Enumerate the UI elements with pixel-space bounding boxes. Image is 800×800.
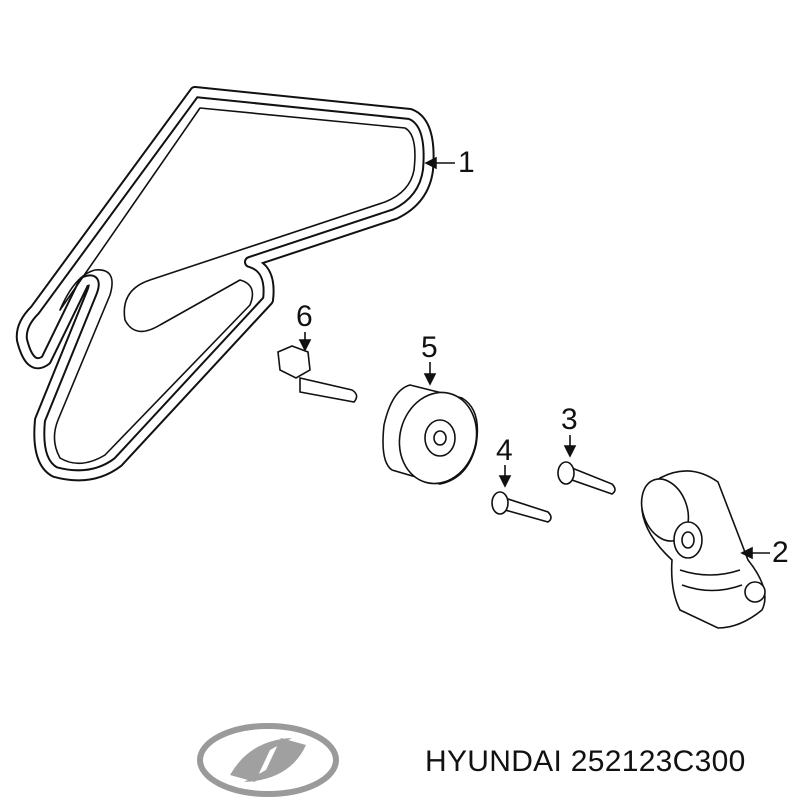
callout-3: 3 (561, 403, 578, 436)
flange-bolt (277, 332, 358, 403)
callout-2: 2 (772, 536, 789, 569)
idler-pulley (382, 362, 479, 485)
callout-5: 5 (421, 331, 438, 364)
bolt-4 (491, 465, 552, 523)
part-number-caption: HYUNDAI 252123C300 (425, 745, 746, 778)
callout-1: 1 (458, 146, 475, 179)
callout-4: 4 (496, 434, 513, 467)
callout-6: 6 (296, 300, 313, 333)
bolt-3 (557, 435, 616, 495)
belt-tensioner (640, 470, 770, 629)
hyundai-logo (197, 723, 339, 797)
callout-arrow-1 (424, 156, 455, 170)
drive-belt (15, 86, 435, 482)
